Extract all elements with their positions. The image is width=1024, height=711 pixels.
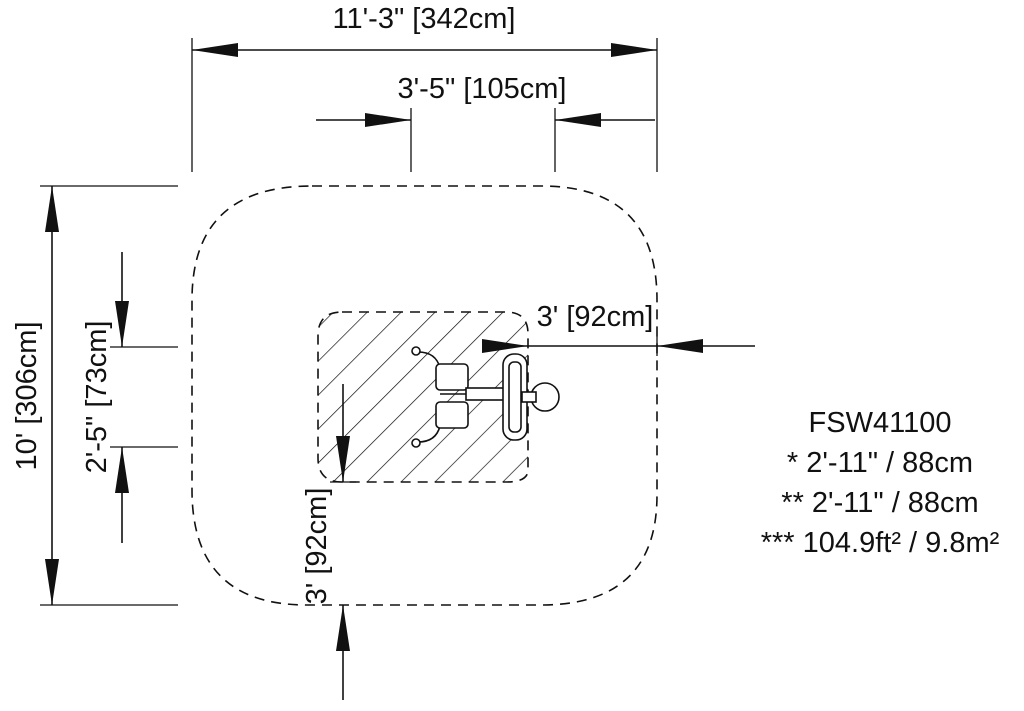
overall-depth-label: 10' [306cm]: [11, 321, 43, 470]
clearance-right-dimension: 3' [92cm]: [482, 301, 755, 356]
overall-width-dimension: 11'-3" [342cm]: [191, 3, 658, 172]
equipment-depth-label: 2'-5" [73cm]: [81, 321, 113, 474]
clearance-right-label: 3' [92cm]: [537, 301, 654, 333]
spec-line-3: *** 104.9ft² / 9.8m²: [761, 527, 1000, 559]
fitness-equipment-plan: [411, 346, 560, 448]
overall-width-label: 11'-3" [342cm]: [333, 3, 516, 35]
spec-block: FSW41100 * 2'-11" / 88cm ** 2'-11" / 88c…: [761, 407, 1000, 559]
clearance-bottom-label: 3' [92cm]: [301, 488, 333, 605]
model-number: FSW41100: [809, 407, 952, 439]
equipment-width-label: 3'-5" [105cm]: [398, 73, 567, 105]
spec-line-2: ** 2'-11" / 88cm: [781, 487, 978, 519]
equipment-width-dimension: 3'-5" [105cm]: [316, 73, 655, 172]
equipment-depth-dimension: 2'-5" [73cm]: [81, 252, 178, 543]
overall-depth-dimension: 10' [306cm]: [11, 185, 178, 606]
spec-line-1: * 2'-11" / 88cm: [787, 447, 973, 479]
clearance-bottom-dimension: 3' [92cm]: [301, 384, 356, 700]
